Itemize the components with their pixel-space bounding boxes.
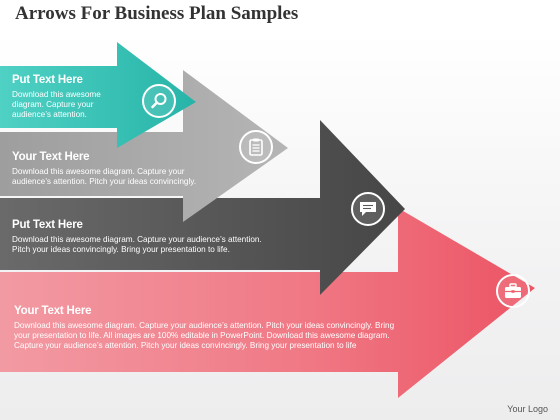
arrow-1-heading: Put Text Here	[12, 74, 83, 86]
arrow-3-heading: Put Text Here	[12, 219, 83, 231]
arrow-2-heading: Your Text Here	[12, 151, 90, 163]
slide-title: Arrows For Business Plan Samples	[15, 3, 299, 24]
search-icon	[142, 84, 176, 118]
chat-bubble-icon	[351, 192, 385, 226]
arrow-1-text-block: Put Text Here Download this awesome diag…	[12, 74, 152, 120]
arrow-gray	[0, 70, 288, 222]
arrow-3-text-block: Put Text Here Download this awesome diag…	[12, 219, 302, 255]
briefcase-icon	[496, 274, 530, 308]
arrow-2-text: Download this awesome diagram. Capture y…	[12, 167, 197, 186]
arrow-4-text-block: Your Text Here Download this awesome dia…	[14, 305, 454, 351]
arrow-1-text: Download this awesome diagram. Capture y…	[12, 90, 101, 119]
footer-logo: Your Logo	[507, 404, 548, 414]
arrow-teal	[0, 42, 196, 148]
arrow-4-heading: Your Text Here	[14, 305, 92, 317]
arrow-4-text: Download this awesome diagram. Capture y…	[14, 321, 395, 350]
arrow-2-text-block: Your Text Here Download this awesome dia…	[12, 151, 227, 187]
clipboard-icon	[239, 130, 273, 164]
arrow-3-text: Download this awesome diagram. Capture y…	[12, 235, 262, 254]
arrow-red	[0, 208, 535, 398]
